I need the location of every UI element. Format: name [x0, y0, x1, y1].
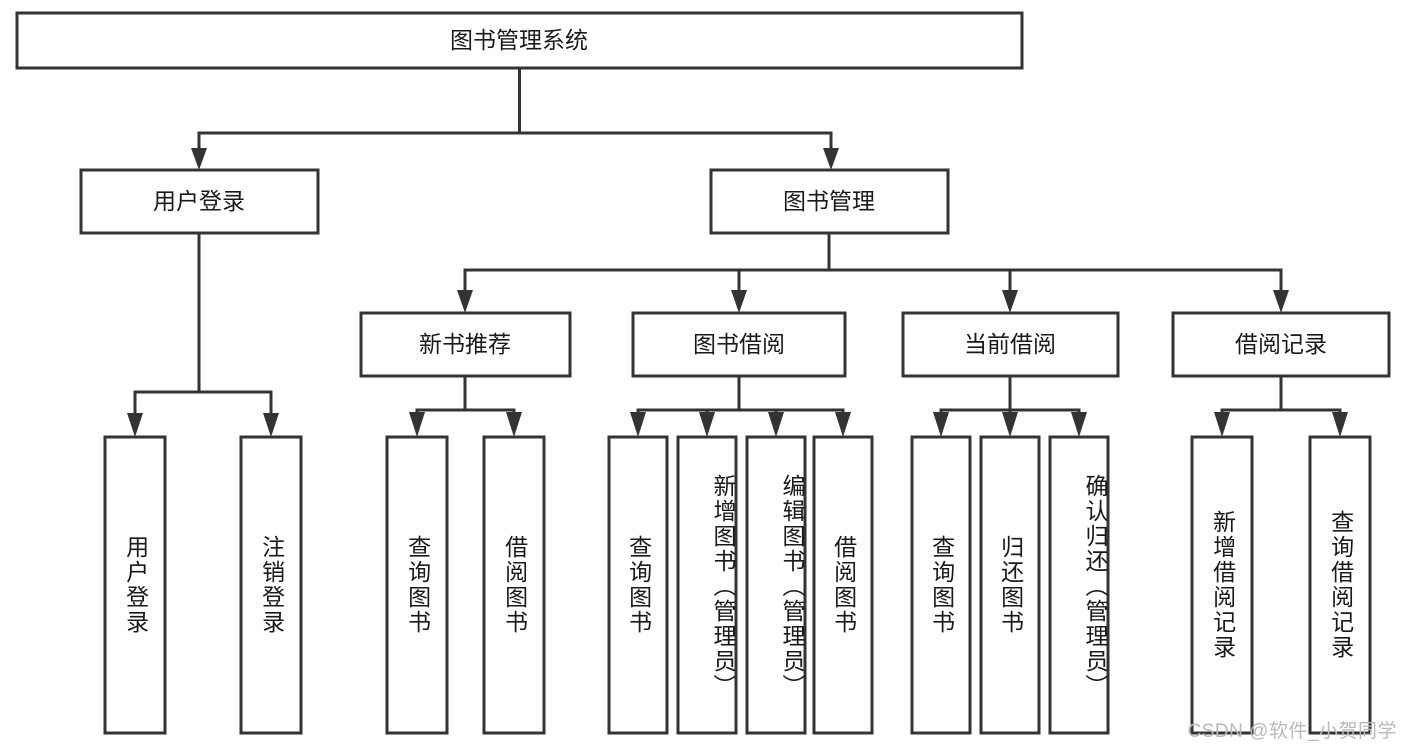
- arrow-head-leaf-10: [1002, 412, 1018, 437]
- node-box-leaf-13[interactable]: [1308, 435, 1372, 735]
- node-box-leaf-2[interactable]: [239, 435, 303, 735]
- arrow-head-leaf-13: [1332, 412, 1348, 437]
- node-label-book-borrow: 图书借阅: [693, 331, 785, 357]
- node-label-borrow-record: 借阅记录: [1235, 331, 1327, 357]
- node-label-book-manage: 图书管理: [783, 188, 875, 214]
- arrow-head-book-manage: [823, 148, 839, 170]
- node-box-leaf-5[interactable]: [607, 435, 669, 735]
- node-box-root[interactable]: [15, 11, 1024, 70]
- node-box-leaf-6[interactable]: [676, 435, 738, 735]
- arrow-head-leaf-7: [768, 412, 784, 437]
- node-box-leaf-4[interactable]: [482, 435, 546, 735]
- watermark-text: CSDN @软件_小贺同学: [1187, 721, 1397, 742]
- arrow-head-new-book-rec: [457, 290, 473, 313]
- node-box-leaf-8[interactable]: [812, 435, 874, 735]
- node-box-leaf-11[interactable]: [1048, 435, 1110, 735]
- arrow-head-current-borrow: [1002, 290, 1018, 313]
- arrow-head-leaf-1: [127, 413, 143, 437]
- node-box-book-manage[interactable]: [709, 168, 950, 235]
- node-box-current-borrow[interactable]: [901, 311, 1120, 378]
- arrow-head-leaf-6: [699, 412, 715, 437]
- node-box-new-book-rec[interactable]: [359, 311, 572, 378]
- arrow-head-leaf-4: [506, 412, 522, 437]
- node-box-leaf-9[interactable]: [910, 435, 972, 735]
- arrow-head-leaf-11: [1071, 412, 1087, 437]
- node-box-user-login[interactable]: [79, 168, 320, 235]
- node-box-borrow-record[interactable]: [1171, 311, 1391, 378]
- arrow-head-leaf-8: [835, 412, 851, 437]
- node-label-root: 图书管理系统: [450, 27, 588, 53]
- arrow-head-leaf-12: [1214, 412, 1230, 437]
- node-box-leaf-10[interactable]: [979, 435, 1041, 735]
- node-box-book-borrow[interactable]: [631, 311, 847, 378]
- arrow-head-leaf-9: [933, 412, 949, 437]
- arrow-head-leaf-2: [263, 413, 279, 437]
- node-box-leaf-12[interactable]: [1190, 435, 1254, 735]
- node-box-leaf-1[interactable]: [103, 435, 167, 735]
- arrow-head-leaf-3: [409, 412, 425, 437]
- connector-layer: [127, 66, 1348, 437]
- node-layer: 图书管理系统 用户登录 图书管理 新书推荐 图书借阅 当前借阅 借阅记录: [15, 11, 1391, 735]
- node-box-leaf-3[interactable]: [385, 435, 449, 735]
- node-box-leaf-7[interactable]: [745, 435, 807, 735]
- node-label-new-book-rec: 新书推荐: [419, 331, 511, 357]
- arrow-head-borrow-record: [1273, 290, 1289, 313]
- arrow-head-book-borrow: [731, 290, 747, 313]
- arrow-head-leaf-5: [630, 412, 646, 437]
- node-label-user-login: 用户登录: [153, 188, 245, 214]
- node-label-current-borrow: 当前借阅: [964, 331, 1056, 357]
- arrow-head-user-login: [191, 148, 207, 170]
